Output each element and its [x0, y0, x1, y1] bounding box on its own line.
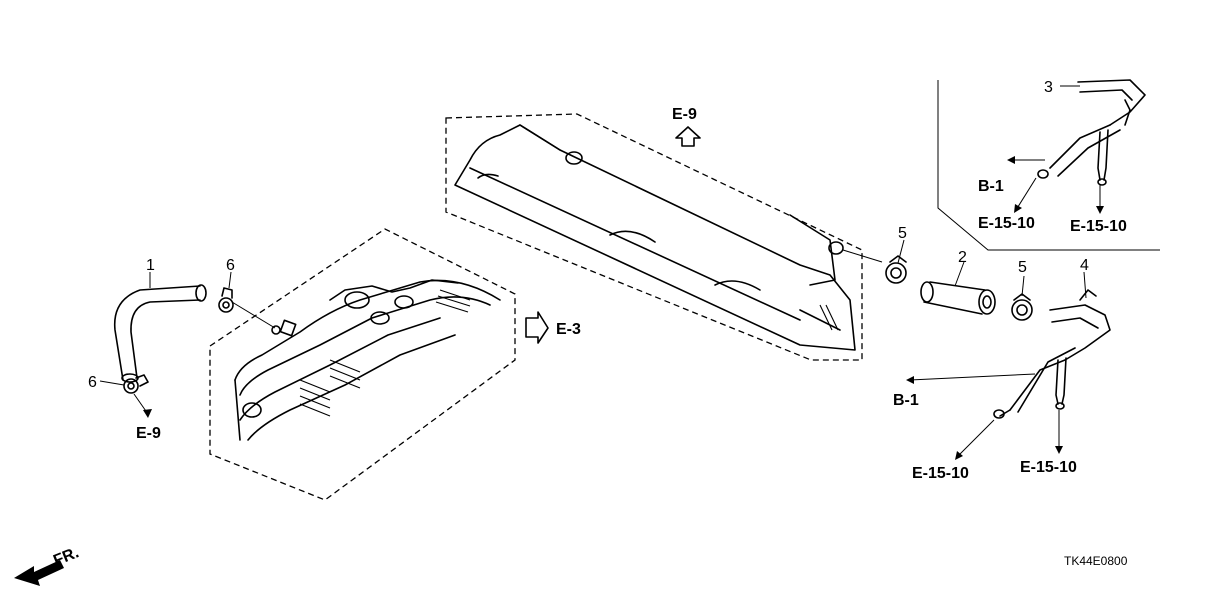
ref-e9-top: E-9	[672, 106, 697, 123]
hose-part-2	[920, 261, 996, 315]
hose-clamp-part-5-left	[885, 239, 907, 284]
head-cover-group	[445, 113, 883, 361]
ref-e15-10-lower-left: E-15-10	[912, 465, 969, 482]
ref-e15-10-lower-right: E-15-10	[1020, 459, 1077, 476]
pcv-hose-part-1	[113, 272, 207, 383]
front-label: FR.	[51, 544, 81, 569]
ref-b1-lower: B-1	[893, 392, 919, 409]
ref-b1-upper: B-1	[978, 178, 1004, 195]
up-arrow-icon	[675, 126, 701, 147]
breather-pipe-part-3	[1037, 79, 1146, 186]
callout-part-5-left: 5	[898, 225, 907, 242]
callout-part-4: 4	[1080, 257, 1089, 274]
right-arrow-icon	[525, 311, 549, 344]
inset-frame	[937, 80, 1160, 251]
ref-e9-left: E-9	[136, 425, 161, 442]
front-arrow-icon	[14, 560, 64, 586]
callout-part-6-upper: 6	[226, 257, 235, 274]
diagram-code: TK44E0800	[1064, 554, 1128, 568]
hose-clamp-part-5-right	[1011, 275, 1033, 321]
breather-pipe-part-4	[993, 271, 1111, 419]
reference-leaders	[133, 156, 1104, 460]
hose-clamp-part-6-lower	[99, 374, 149, 394]
ref-e15-10-upper-left: E-15-10	[978, 215, 1035, 232]
ref-e15-10-upper-right: E-15-10	[1070, 218, 1127, 235]
hose-clamp-part-6-upper	[218, 271, 234, 313]
callout-part-6-lower: 6	[88, 374, 97, 391]
ref-e3: E-3	[556, 321, 581, 338]
callout-part-3: 3	[1044, 79, 1053, 96]
callout-part-1: 1	[146, 257, 155, 274]
callout-part-2: 2	[958, 249, 967, 266]
intake-manifold-group	[209, 228, 516, 501]
callout-part-5-right: 5	[1018, 259, 1027, 276]
